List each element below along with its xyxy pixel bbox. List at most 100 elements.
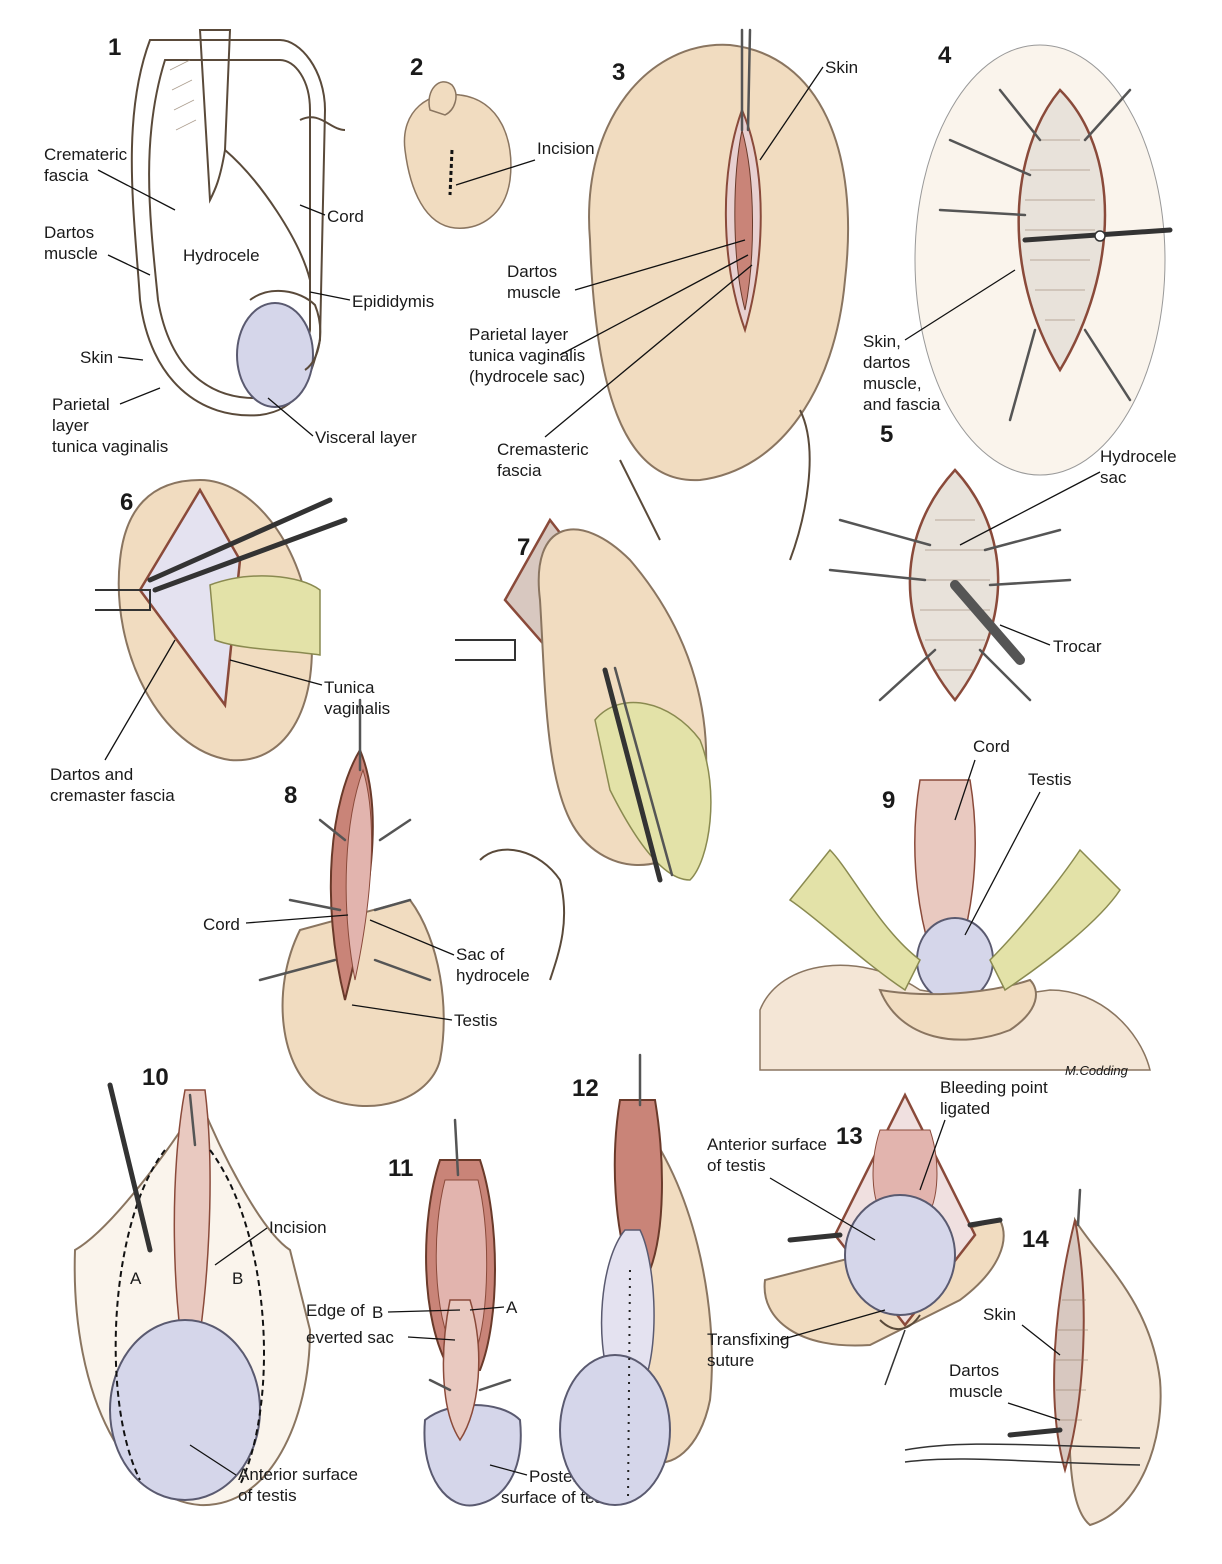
label-visceral-layer: Visceral layer — [315, 428, 417, 447]
testis-shape — [236, 302, 314, 408]
panel-6: 6 Tunica vaginalis Dartos and cremaster … — [50, 478, 390, 805]
label-parietal-p3-line1: Parietal layer — [469, 325, 569, 344]
panel-10: 10 Incision A B Anterior surface of test… — [73, 1064, 358, 1507]
label-trocar: Trocar — [1053, 637, 1102, 656]
label-testis-p8: Testis — [454, 1011, 497, 1030]
label-dartosmuscle-p3-line1: Dartos — [507, 262, 557, 281]
label-dartos-cremaster-line2: cremaster fascia — [50, 786, 175, 805]
label-dartosmuscle-p14-line2: muscle — [949, 1382, 1003, 1401]
panel-6-drawing — [95, 478, 348, 762]
label-skin-p14: Skin — [983, 1305, 1016, 1324]
panel-11-drawing — [423, 1118, 522, 1507]
label-anterior-surface-p10-line1: Anterior surface — [238, 1465, 358, 1484]
label-b-p11: B — [372, 1303, 383, 1322]
label-tunica-vaginalis-line2: vaginalis — [324, 699, 390, 718]
label-cremasteric-p3-line1: Cremasteric — [497, 440, 589, 459]
label-hydrocele-sac-line2: sac — [1100, 468, 1127, 487]
label-skin-p1: Skin — [80, 348, 113, 367]
label-transfixing-suture-line1: Transfixing — [707, 1330, 790, 1349]
label-crematericfascia-line1: Cremateric — [44, 145, 128, 164]
label-tunica-vaginalis-line1: Tunica — [324, 678, 375, 697]
label-skin-dartos-fascia-line4: and fascia — [863, 395, 941, 414]
label-skin-dartos-fascia-line3: muscle, — [863, 374, 922, 393]
label-cremasteric-p3-line2: fascia — [497, 461, 542, 480]
panel-14: 14 Skin Dartos muscle — [904, 1188, 1162, 1527]
panel-14-drawing — [904, 1188, 1162, 1527]
panel-number-14: 14 — [1022, 1226, 1049, 1253]
label-parietal-p3-line2: tunica vaginalis — [469, 346, 585, 365]
label-bleeding-point-line2: ligated — [940, 1099, 990, 1118]
panel-13-drawing — [763, 1092, 1005, 1386]
panel-2: 2 Incision — [403, 54, 595, 229]
testis-shape — [844, 1194, 956, 1316]
label-dartosmuscle-p1-line2: muscle — [44, 244, 98, 263]
label-a-p10: A — [130, 1269, 142, 1288]
label-testis-p9: Testis — [1028, 770, 1071, 789]
label-bleeding-point-line1: Bleeding point — [940, 1078, 1048, 1097]
label-sac-of-hydrocele-line1: Sac of — [456, 945, 504, 964]
panel-number-12: 12 — [572, 1075, 599, 1102]
label-edge-everted-sac-line1: Edge of — [306, 1301, 365, 1320]
panel-9: 9 Cord Testis M.Codding — [759, 737, 1151, 1078]
panel-number-5: 5 — [880, 421, 893, 448]
label-anterior-surface-p13-line1: Anterior surface — [707, 1135, 827, 1154]
panel-7: 7 — [455, 517, 712, 981]
panel-number-11: 11 — [388, 1155, 413, 1182]
panel-4-drawing — [914, 44, 1173, 476]
panel-number-9: 9 — [882, 787, 895, 814]
panel-number-1: 1 — [108, 34, 121, 61]
label-parietal-p1-line1: Parietal — [52, 395, 110, 414]
label-cord-p9: Cord — [973, 737, 1010, 756]
label-dartos-cremaster-line1: Dartos and — [50, 765, 133, 784]
panel-9-drawing — [759, 779, 1151, 1071]
panel-8: 8 Cord Sac of hydrocele Testis — [203, 698, 530, 1108]
panel-10-drawing — [73, 1082, 312, 1507]
panel-3: 3 Skin Dartos muscle Parietal layer tuni… — [469, 28, 858, 561]
panel-13: 13 Bleeding point ligated Anterior surfa… — [707, 1078, 1048, 1386]
label-b-p10: B — [232, 1269, 243, 1288]
label-dartosmuscle-p1-line1: Dartos — [44, 223, 94, 242]
label-incision-p10: Incision — [269, 1218, 327, 1237]
label-transfixing-suture-line2: suture — [707, 1351, 754, 1370]
label-skin-dartos-fascia-line1: Skin, — [863, 332, 901, 351]
panel-3-drawing — [588, 28, 850, 561]
panel-5-drawing — [828, 468, 1072, 703]
label-anterior-surface-p10-line2: of testis — [238, 1486, 297, 1505]
panel-4: 4 Skin, dartos muscle, and fascia — [863, 42, 1173, 476]
panel-number-8: 8 — [284, 782, 297, 809]
label-crematericfascia-line2: fascia — [44, 166, 89, 185]
panel-number-7: 7 — [517, 534, 530, 561]
panel-5: 5 Hydrocele sac Trocar — [828, 421, 1177, 703]
panel-1-drawing — [130, 29, 346, 417]
panel-2-drawing — [403, 81, 512, 229]
label-cord-p1: Cord — [327, 207, 364, 226]
panel-number-4: 4 — [938, 42, 952, 69]
artist-signature: M.Codding — [1065, 1063, 1129, 1078]
label-parietal-p3-line3: (hydrocele sac) — [469, 367, 585, 386]
panel-8-drawing — [258, 698, 445, 1108]
panel-number-2: 2 — [410, 54, 423, 81]
testis-shape — [916, 917, 994, 1003]
label-skin-dartos-fascia-line2: dartos — [863, 353, 910, 372]
label-parietal-p1-line2: layer — [52, 416, 89, 435]
label-edge-everted-sac-line2: everted sac — [306, 1328, 394, 1347]
label-anterior-surface-p13-line2: of testis — [707, 1156, 766, 1175]
label-dartosmuscle-p3-line2: muscle — [507, 283, 561, 302]
panel-number-10: 10 — [142, 1064, 169, 1091]
panel-7-drawing — [455, 517, 712, 981]
panel-12: 12 — [559, 1053, 713, 1506]
label-hydrocele-sac-line1: Hydrocele — [1100, 447, 1177, 466]
panel-number-3: 3 — [612, 59, 625, 86]
label-parietal-p1-line3: tunica vaginalis — [52, 437, 168, 456]
label-epididymis: Epididymis — [352, 292, 434, 311]
label-cord-p8: Cord — [203, 915, 240, 934]
label-sac-of-hydrocele-line2: hydrocele — [456, 966, 530, 985]
label-hydrocele-p1: Hydrocele — [183, 246, 260, 265]
label-incision-p2: Incision — [537, 139, 595, 158]
panel-11: 11 B A Edge of everted sac Posterior sur… — [306, 1118, 620, 1507]
panel-number-6: 6 — [120, 489, 133, 516]
label-a-p11: A — [506, 1298, 518, 1317]
panel-12-drawing — [559, 1053, 713, 1506]
label-skin-p3: Skin — [825, 58, 858, 77]
